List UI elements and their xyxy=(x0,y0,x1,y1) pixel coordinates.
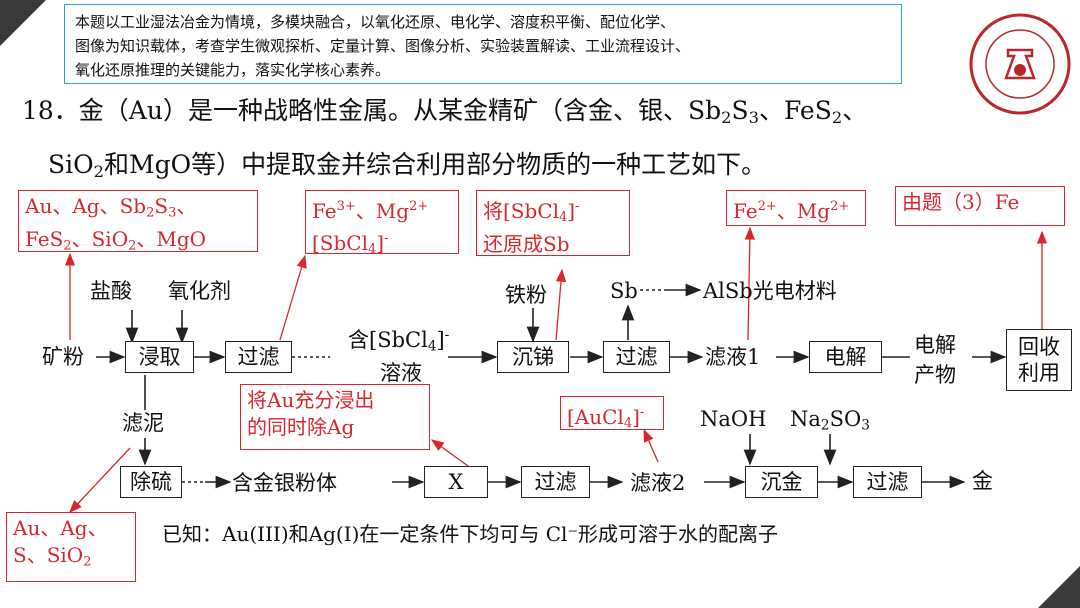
corner-bottom-right xyxy=(1038,566,1080,608)
label-electrolysis-products-a: 电解 xyxy=(914,333,956,357)
note-sludge-composition: Au、Ag、 S、SiO2 xyxy=(6,512,136,582)
node-filter-3: 过滤 xyxy=(521,466,590,498)
intro-line-1: 本题以工业湿法冶金为情境，多模块融合，以氧化还原、电化学、溶度积平衡、配位化学、 xyxy=(75,13,676,31)
note-fe2-mg2: Fe2+、Mg2+ xyxy=(726,190,866,226)
label-na2so3: Na2SO3 xyxy=(790,407,870,434)
label-sbcl4-solution: 含[SbCl4]- xyxy=(348,327,450,355)
label-filtrate-1: 滤液1 xyxy=(705,345,761,369)
node-antimony-precipitation: 沉锑 xyxy=(497,341,569,373)
node-recycle: 回收 利用 xyxy=(1006,329,1072,391)
label-sludge: 滤泥 xyxy=(122,411,164,435)
note-filtrate-ions: Fe3+、Mg2+ [SbCl4]- xyxy=(305,190,459,257)
label-iron-powder: 铁粉 xyxy=(505,283,547,307)
node-desulfurization: 除硫 xyxy=(120,466,182,498)
note-leach-gold-remove-silver: 将Au充分浸出 的同时除Ag xyxy=(240,384,430,450)
node-gold-precipitation: 沉金 xyxy=(745,466,818,498)
node-filter-4: 过滤 xyxy=(853,466,922,498)
intro-box: 本题以工业湿法冶金为情境，多模块融合，以氧化还原、电化学、溶度积平衡、配位化学、… xyxy=(64,4,902,84)
seal-logo-icon xyxy=(969,13,1071,115)
corner-top-left xyxy=(0,0,46,46)
label-gold-silver-powder: 含金银粉体 xyxy=(232,471,337,495)
label-hydrochloric-acid: 盐酸 xyxy=(90,279,132,303)
known-condition: 已知：Au(III)和Ag(I)在一定条件下均可与 Cl⁻形成可溶于水的配离子 xyxy=(162,522,778,546)
label-gold: 金 xyxy=(972,469,993,493)
label-filtrate-2: 滤液2 xyxy=(630,471,686,495)
node-leaching: 浸取 xyxy=(125,341,194,373)
label-sb: Sb xyxy=(610,279,638,303)
label-electrolysis-products-b: 产物 xyxy=(914,363,956,387)
label-naoh: NaOH xyxy=(700,407,767,431)
label-alsb-material: AlSb光电材料 xyxy=(703,279,837,303)
intro-line-2: 图像为知识载体，考查学生微观探析、定量计算、图像分析、实验装置解读、工业流程设计… xyxy=(75,37,691,55)
note-reduce-to-sb: 将[SbCl4]- 还原成Sb xyxy=(476,190,630,256)
note-aucl4: [AuCl4]- xyxy=(560,396,664,431)
note-fe-from-q3: 由题（3）Fe xyxy=(895,186,1065,226)
question-line-2: SiO2和MgO等）中提取金并综合利用部分物质的一种工艺如下。 xyxy=(48,150,767,182)
intro-line-3: 氧化还原推理的关键能力，落实化学核心素养。 xyxy=(75,61,391,79)
note-ore-composition: Au、Ag、Sb2S3、 FeS2、SiO2、MgO xyxy=(18,190,258,254)
label-ore-powder: 矿粉 xyxy=(42,345,84,369)
node-filter-2: 过滤 xyxy=(603,341,670,373)
label-solution: 溶液 xyxy=(380,361,422,385)
question-line-1: 18．金（Au）是一种战略性金属。从某金精矿（含金、银、Sb2S3、FeS2、 xyxy=(22,96,868,128)
label-oxidant: 氧化剂 xyxy=(168,279,231,303)
node-filter-1: 过滤 xyxy=(225,341,292,373)
node-electrolysis: 电解 xyxy=(809,341,882,373)
node-x: X xyxy=(424,466,488,498)
